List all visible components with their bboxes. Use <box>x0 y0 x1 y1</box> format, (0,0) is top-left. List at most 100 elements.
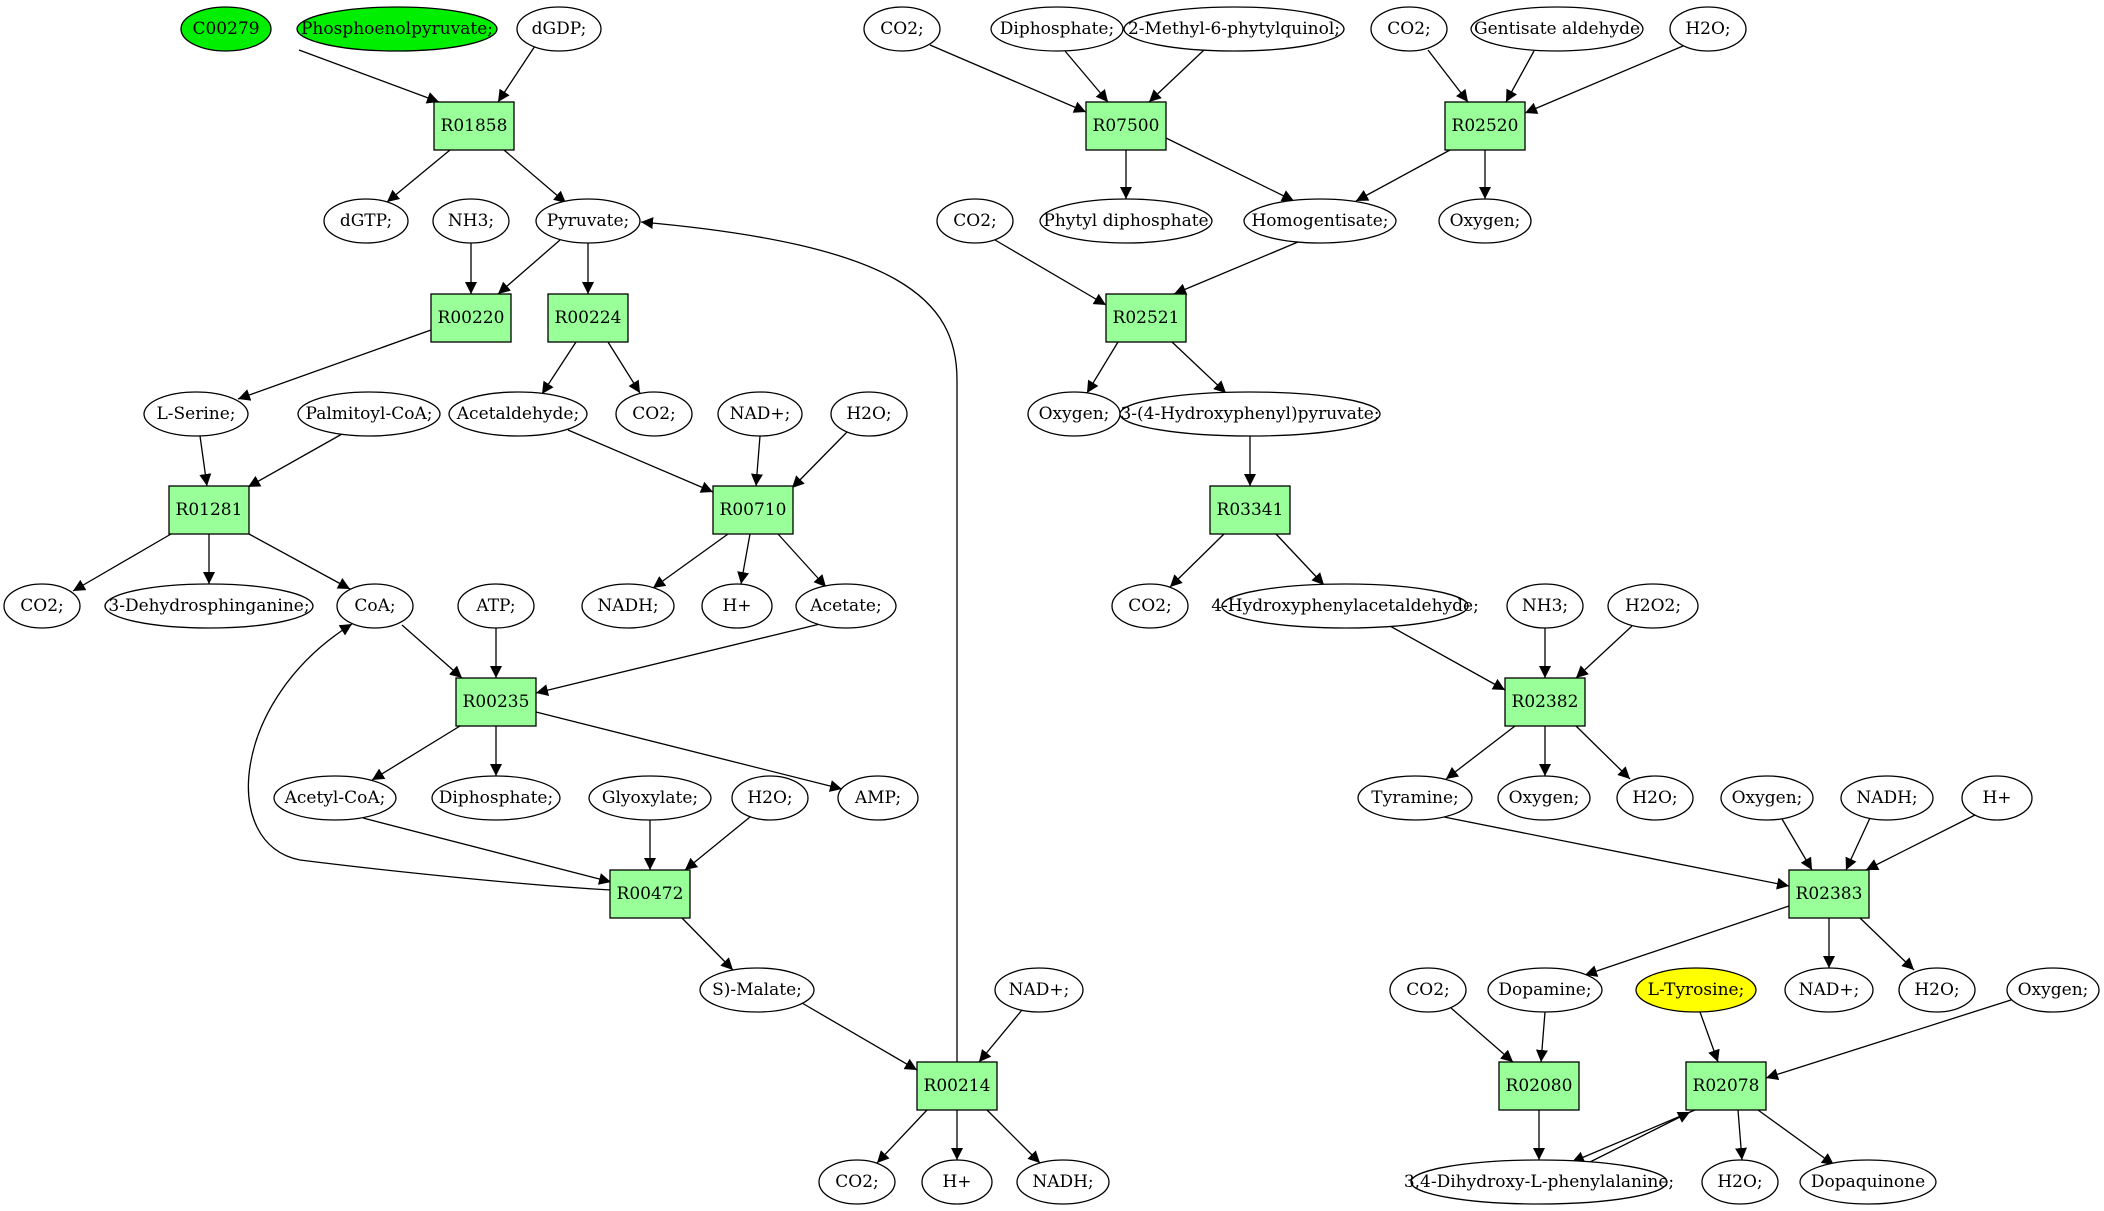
metabolite-pyruvate[interactable]: Pyruvate; <box>535 198 641 244</box>
metabolite-amp[interactable]: AMP; <box>837 775 919 821</box>
metabolite-nh3_b[interactable]: NH3; <box>1506 583 1584 629</box>
metabolite-label: NH3; <box>448 211 494 231</box>
metabolite-oxygen_c[interactable]: Oxygen; <box>1497 775 1591 821</box>
reaction-r01281[interactable]: R01281 <box>168 485 250 535</box>
metabolite-co2_e[interactable]: CO2; <box>1370 6 1448 52</box>
reaction-r02382[interactable]: R02382 <box>1504 677 1586 727</box>
metabolite-tyramine[interactable]: Tyramine; <box>1357 775 1473 821</box>
metabolite-ltyrosine[interactable]: L-Tyrosine; <box>1635 967 1757 1013</box>
metabolite-acetylcoa[interactable]: Acetyl-CoA; <box>273 775 397 821</box>
metabolite-label: dGTP; <box>340 211 392 231</box>
metabolite-label: NAD+; <box>1009 980 1070 1000</box>
reaction-r01858[interactable]: R01858 <box>433 101 515 151</box>
metabolite-hplus_c[interactable]: H+ <box>1961 775 2033 821</box>
metabolite-ellipse <box>1635 967 1757 1013</box>
metabolite-diphosphate_b[interactable]: Diphosphate; <box>990 6 1124 52</box>
reaction-label: R00472 <box>617 884 684 904</box>
metabolite-nh3_a[interactable]: NH3; <box>432 198 510 244</box>
metabolite-acetaldehyde[interactable]: Acetaldehyde; <box>448 391 588 437</box>
r02521-to-oxygen <box>1086 341 1119 394</box>
metabolite-ellipse <box>1898 967 1976 1013</box>
metabolite-h2o_e[interactable]: H2O; <box>1898 967 1976 1013</box>
metabolite-ellipse <box>863 6 941 52</box>
metabolite-h2o_d[interactable]: H2O; <box>1616 775 1694 821</box>
metabolite-co2_f[interactable]: CO2; <box>936 198 1014 244</box>
metabolite-h2o2[interactable]: H2O2; <box>1607 583 1699 629</box>
metabolite-glyoxylate[interactable]: Glyoxylate; <box>588 775 712 821</box>
metabolite-nadh_c[interactable]: NADH; <box>1840 775 1934 821</box>
metabolite-label: Glyoxylate; <box>602 788 698 808</box>
metabolite-acetate[interactable]: Acetate; <box>795 583 897 629</box>
reaction-r03341[interactable]: R03341 <box>1209 485 1291 535</box>
metabolite-gentisate[interactable]: Gentisate aldehyde <box>1470 6 1644 52</box>
metabolite-nadh_a[interactable]: NADH; <box>581 583 675 629</box>
metabolite-h2o_c[interactable]: H2O; <box>1669 6 1747 52</box>
metabolite-ellipse <box>1669 6 1747 52</box>
metabolite-ellipse <box>336 583 414 629</box>
metabolite-hplus_a[interactable]: H+ <box>701 583 773 629</box>
metabolite-h2o_b[interactable]: H2O; <box>731 775 809 821</box>
metabolite-dopamine[interactable]: Dopamine; <box>1487 967 1603 1013</box>
metabolite-dopaquinone[interactable]: Dopaquinone <box>1799 1159 1937 1205</box>
metabolite-phytyl[interactable]: Phytyl diphosphate <box>1039 198 1213 244</box>
metabolite-co2_h[interactable]: CO2; <box>1389 967 1467 1013</box>
reaction-box <box>168 485 250 535</box>
metabolite-dopa[interactable]: 3,4-Dihydroxy-L-phenylalanine; <box>1404 1159 1674 1205</box>
metabolite-label: NH3; <box>1522 596 1568 616</box>
r00224-to-co2 <box>607 341 641 394</box>
hplus-to-r02383 <box>1865 814 1976 871</box>
metabolite-co2_b[interactable]: CO2; <box>3 583 81 629</box>
reaction-r00224[interactable]: R00224 <box>547 293 629 343</box>
reaction-r00235[interactable]: R00235 <box>455 677 537 727</box>
metabolite-palmitoyl[interactable]: Palmitoyl-CoA; <box>297 391 441 437</box>
metabolite-methylphytyl[interactable]: 2-Methyl-6-phytylquinol; <box>1123 6 1345 52</box>
metabolite-hplus_b[interactable]: H+ <box>921 1159 993 1205</box>
metabolite-h2o_f[interactable]: H2O; <box>1701 1159 1779 1205</box>
metabolite-label: CO2; <box>953 211 997 231</box>
reaction-label: R02078 <box>1693 1076 1760 1096</box>
metabolite-nadplus_c[interactable]: NAD+; <box>1784 967 1874 1013</box>
coa-to-r00235 <box>401 624 463 679</box>
metabolite-co2_d[interactable]: CO2; <box>863 6 941 52</box>
metabolite-nadh_b[interactable]: NADH; <box>1016 1159 1110 1205</box>
metabolite-co2_c[interactable]: CO2; <box>818 1159 896 1205</box>
metabolite-co2_a[interactable]: CO2; <box>615 391 693 437</box>
metabolite-dehydro[interactable]: 3-Dehydrosphinganine; <box>104 583 314 629</box>
metabolite-nadplus_b[interactable]: NAD+; <box>994 967 1084 1013</box>
reaction-r02520[interactable]: R02520 <box>1444 101 1526 151</box>
reaction-box <box>1209 485 1291 535</box>
reaction-r02383[interactable]: R02383 <box>1788 869 1870 919</box>
metabolite-oxygen_a[interactable]: Oxygen; <box>1438 198 1532 244</box>
reaction-box <box>455 677 537 727</box>
metabolite-diphosphate_a[interactable]: Diphosphate; <box>431 775 561 821</box>
reaction-r07500[interactable]: R07500 <box>1085 101 1167 151</box>
metabolite-dgtp[interactable]: dGTP; <box>323 198 409 244</box>
reaction-r02080[interactable]: R02080 <box>1498 1061 1580 1111</box>
metabolite-hpa[interactable]: 4-Hydroxyphenylacetaldehyde; <box>1211 583 1479 629</box>
metabolite-lserine[interactable]: L-Serine; <box>143 391 249 437</box>
metabolite-atp[interactable]: ATP; <box>457 583 535 629</box>
metabolite-ellipse <box>699 967 815 1013</box>
metabolite-oxygen_e[interactable]: Oxygen; <box>2006 967 2100 1013</box>
metabolite-ellipse <box>432 198 510 244</box>
metabolite-dgdp[interactable]: dGDP; <box>516 6 602 52</box>
metabolite-nadplus_a[interactable]: NAD+; <box>717 391 803 437</box>
metabolite-smalate[interactable]: S)-Malate; <box>699 967 815 1013</box>
reaction-r02521[interactable]: R02521 <box>1105 293 1187 343</box>
metabolite-c00279[interactable]: C00279 <box>180 6 272 52</box>
metabolite-ellipse <box>1123 6 1345 52</box>
metabolite-label: CO2; <box>1406 980 1450 1000</box>
reaction-r00472[interactable]: R00472 <box>609 869 691 919</box>
metabolite-hpp[interactable]: 3-(4-Hydroxyphenyl)pyruvate; <box>1119 391 1381 437</box>
metabolite-oxygen_d[interactable]: Oxygen; <box>1720 775 1814 821</box>
metabolite-pep[interactable]: Phosphoenolpyruvate; <box>296 6 498 52</box>
reaction-r00214[interactable]: R00214 <box>916 1061 998 1111</box>
metabolite-co2_g[interactable]: CO2; <box>1111 583 1189 629</box>
metabolite-coa[interactable]: CoA; <box>336 583 414 629</box>
reaction-r02078[interactable]: R02078 <box>1685 1061 1767 1111</box>
metabolite-oxygen_b[interactable]: Oxygen; <box>1027 391 1121 437</box>
metabolite-homogentisate[interactable]: Homogentisate; <box>1243 198 1397 244</box>
reaction-r00220[interactable]: R00220 <box>430 293 512 343</box>
metabolite-h2o_a[interactable]: H2O; <box>830 391 908 437</box>
reaction-r00710[interactable]: R00710 <box>712 485 794 535</box>
